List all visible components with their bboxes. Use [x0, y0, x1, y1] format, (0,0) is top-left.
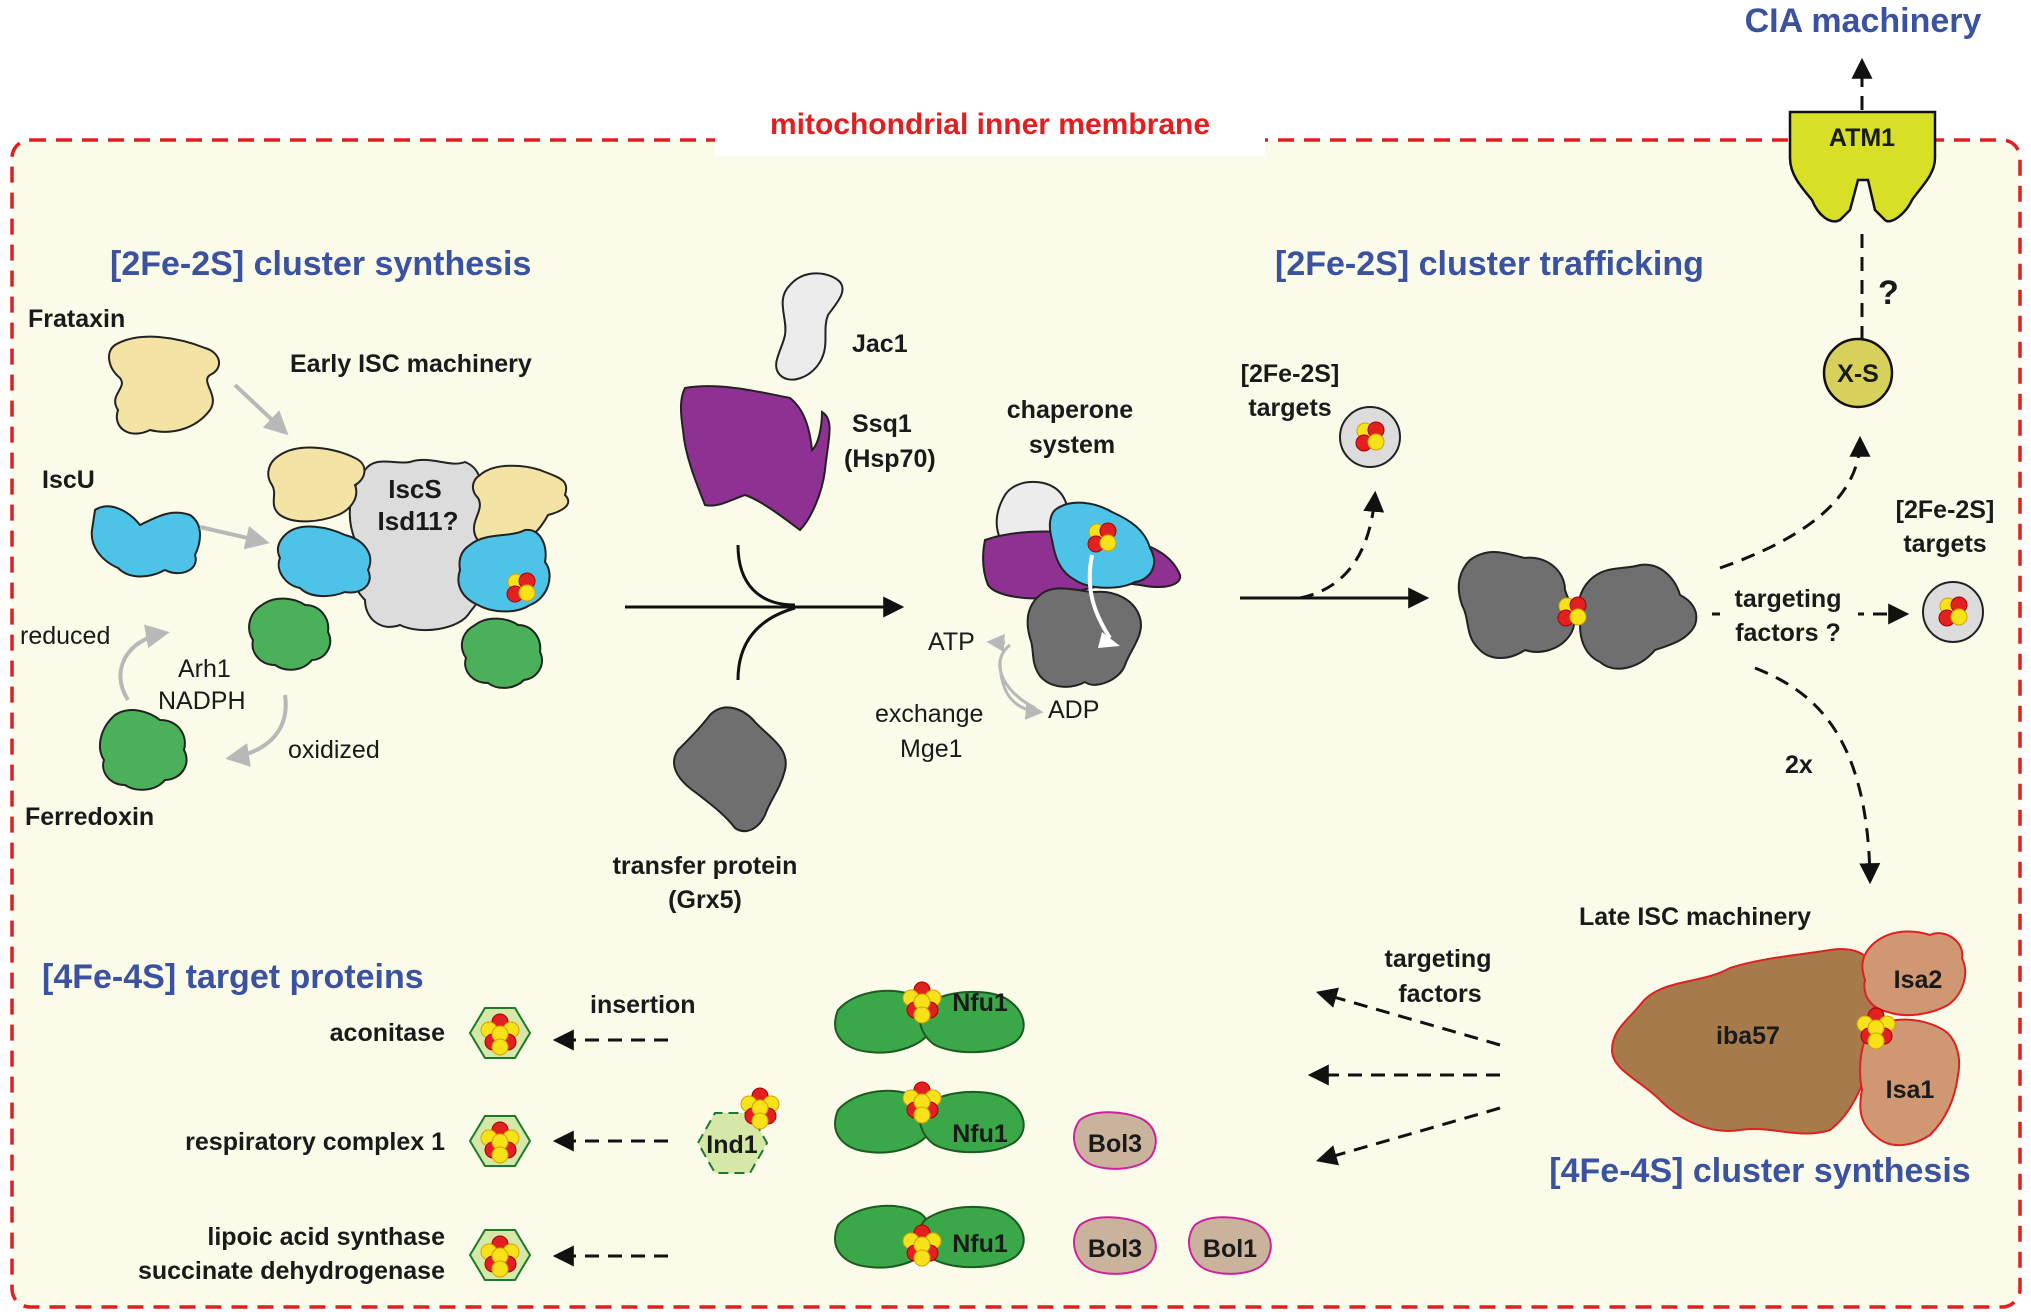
hsp70-label: (Hsp70)	[844, 445, 936, 473]
ferredoxin-right-bound	[460, 617, 543, 689]
iscu-label: IscU	[42, 466, 95, 494]
ferredoxin-left-bound	[248, 597, 332, 671]
cia-label: CIA machinery	[1745, 2, 1982, 40]
iba57-shape	[1610, 948, 1877, 1135]
nfu1-row-1	[834, 981, 1025, 1054]
question-mark: ?	[1878, 274, 1899, 312]
ssq1-shape	[679, 385, 831, 532]
mge1-label: Mge1	[900, 735, 963, 763]
trafficking-title: [2Fe-2S] cluster trafficking	[1275, 245, 1704, 283]
iba57-label: iba57	[1716, 1022, 1780, 1050]
isa1-shape	[1859, 1018, 1960, 1147]
adp-label: ADP	[1048, 696, 1099, 724]
synthesis-4fe-title: [4Fe-4S] cluster synthesis	[1549, 1152, 1970, 1190]
two-x-label: 2x	[1785, 751, 1813, 779]
bol1-label: Bol1	[1203, 1235, 1257, 1263]
atp-label: ATP	[928, 628, 975, 656]
grx5-bound-chaperone	[1026, 587, 1142, 688]
bol3-label-2: Bol3	[1088, 1235, 1142, 1263]
bol3-label-1: Bol3	[1088, 1130, 1142, 1158]
nfu1-row-2	[834, 1081, 1025, 1154]
membrane-label: mitochondrial inner membrane	[770, 108, 1210, 141]
chaperone-cluster	[1087, 522, 1117, 553]
isa1-label: Isa1	[1886, 1076, 1935, 1104]
targets2-label: [2Fe-2S]	[1896, 496, 1995, 524]
ssq1-label: Ssq1	[852, 410, 912, 438]
early-isc-label: Early ISC machinery	[290, 350, 532, 378]
iscu-cluster	[506, 572, 536, 603]
reduced-label: reduced	[20, 622, 110, 650]
jac1-label: Jac1	[852, 330, 908, 358]
targeting-factors-label-2: factors ?	[1735, 619, 1841, 647]
grx5-dimer-right	[1577, 563, 1698, 670]
targeting-factors-4fe-label-2: factors	[1398, 980, 1481, 1008]
nfu1-label-2: Nfu1	[952, 1120, 1008, 1148]
oxidized-label: oxidized	[288, 736, 380, 764]
isa2-shape	[1861, 930, 1967, 1017]
grx5-shape	[673, 706, 787, 833]
targeting-factors-4fe-label: targeting	[1385, 945, 1492, 973]
nfu1-label-3: Nfu1	[952, 1230, 1008, 1258]
synthesis-2fe-title: [2Fe-2S] cluster synthesis	[110, 245, 531, 283]
atm1-label: ATM1	[1829, 124, 1895, 152]
bol3-shape-1	[1073, 1111, 1157, 1170]
frataxin-left-bound	[267, 446, 366, 523]
transfer-protein-label: transfer protein	[613, 852, 798, 880]
exchange-label: exchange	[875, 700, 983, 728]
iscu-left-bound	[276, 525, 372, 598]
targets2-cluster	[1938, 596, 1968, 627]
chaperone-system-label-2: system	[1029, 431, 1115, 459]
iscu-shape	[90, 505, 201, 578]
ind1-label: Ind1	[706, 1131, 757, 1159]
arh1-label: Arh1	[178, 655, 231, 683]
aconitase-label: aconitase	[330, 1019, 445, 1047]
iscs-label: IscS	[388, 474, 442, 504]
nfu1-label-1: Nfu1	[952, 989, 1008, 1017]
isa2-label: Isa2	[1894, 966, 1943, 994]
targets1-label: [2Fe-2S]	[1241, 360, 1340, 388]
succinate-label: succinate dehydrogenase	[138, 1257, 445, 1285]
grx5-dimer-left	[1457, 550, 1576, 659]
bol1-shape	[1188, 1216, 1272, 1275]
frataxin-label: Frataxin	[28, 305, 125, 333]
xs-label: X-S	[1837, 360, 1879, 388]
insertion-label: insertion	[590, 991, 696, 1019]
targets-4fe-title: [4Fe-4S] target proteins	[42, 958, 424, 996]
targets1-cluster	[1355, 421, 1385, 452]
lipoic-label: lipoic acid synthase	[207, 1223, 445, 1251]
dimer-cluster	[1557, 596, 1587, 627]
frataxin-shape	[108, 335, 220, 435]
nadph-label: NADPH	[158, 687, 246, 715]
respiratory-label: respiratory complex 1	[185, 1128, 445, 1156]
chaperone-system-label: chaperone	[1007, 396, 1134, 424]
targets1-label-2: targets	[1248, 394, 1331, 422]
atm1-transporter	[1788, 110, 1937, 223]
targets2-label-2: targets	[1903, 530, 1986, 558]
jac1-shape	[775, 272, 844, 381]
late-isc-label: Late ISC machinery	[1579, 903, 1811, 931]
xs-node	[1822, 337, 1894, 409]
isd11-label: Isd11?	[378, 506, 459, 536]
bol3-shape-2	[1073, 1216, 1157, 1275]
ind1-hexagon	[696, 1112, 769, 1174]
ferredoxin-label: Ferredoxin	[25, 803, 154, 831]
ferredoxin-shape	[99, 709, 188, 791]
targeting-factors-label: targeting	[1735, 585, 1842, 613]
grx5-label: (Grx5)	[668, 886, 742, 914]
nfu1-row-3	[834, 1204, 1025, 1269]
